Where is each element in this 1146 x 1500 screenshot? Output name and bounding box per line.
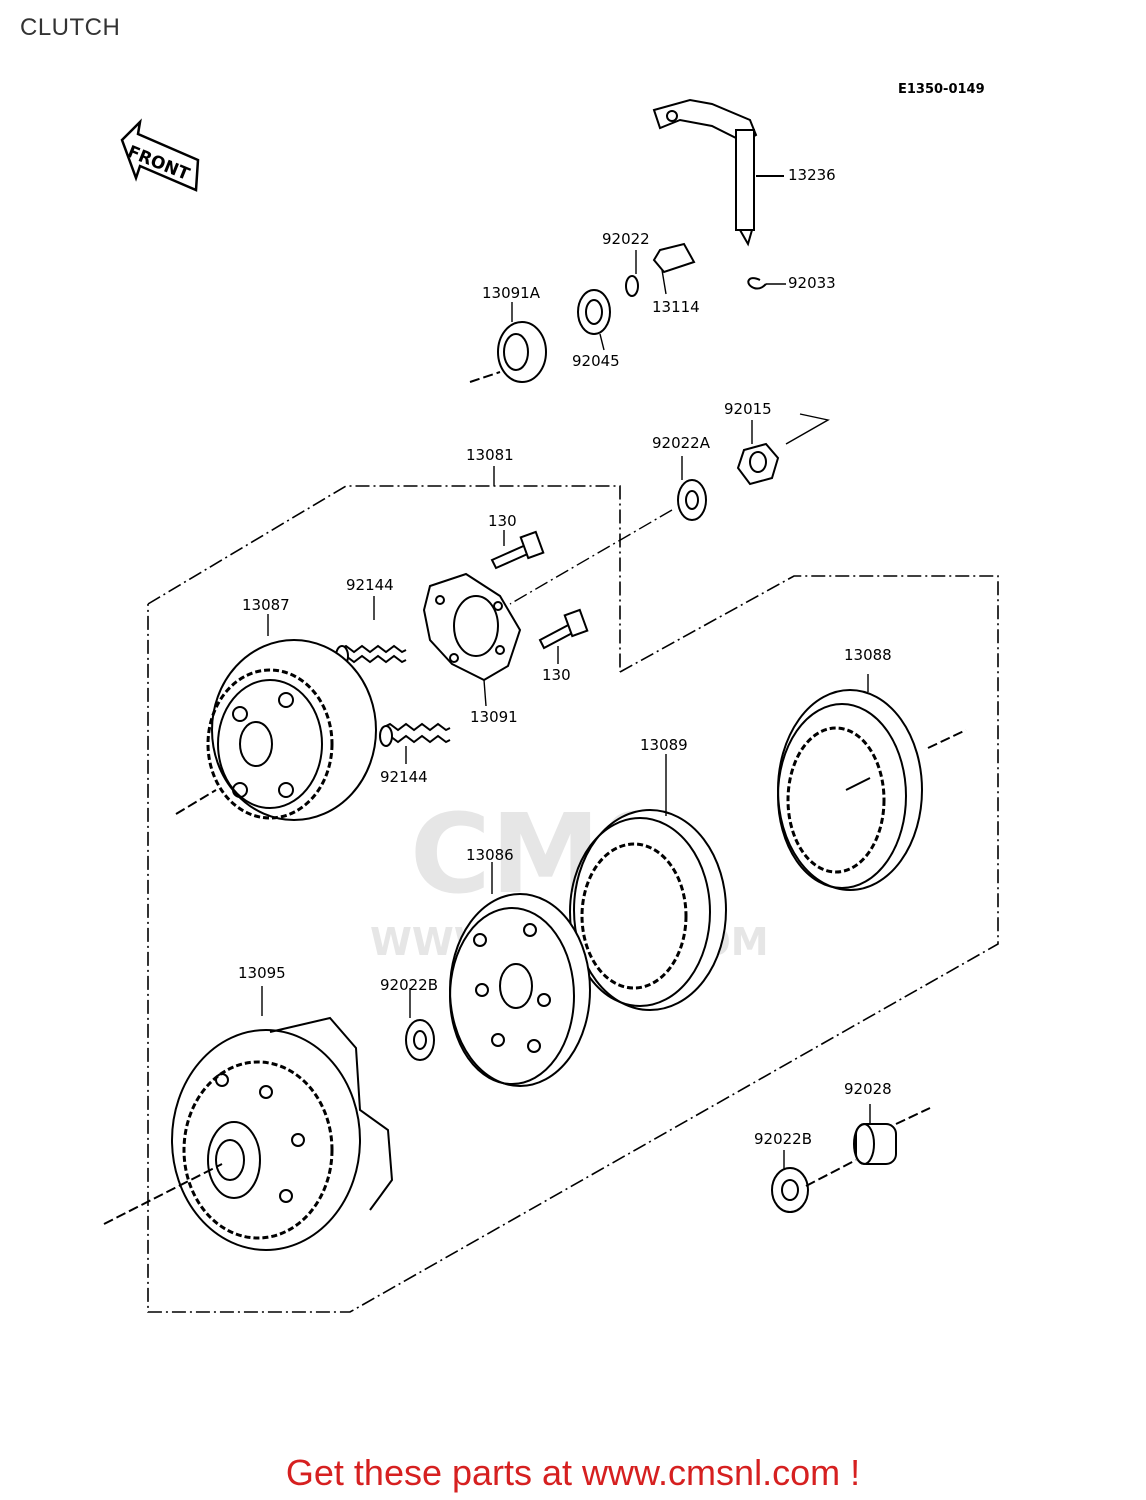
pin-icon: [625, 242, 696, 297]
clutch-housing-icon: [103, 986, 394, 1251]
bearing-icon: [577, 289, 611, 351]
pressure-plate-icon: [449, 862, 591, 1087]
part-label-13091A[interactable]: 13091A: [482, 284, 540, 302]
nut-icon: [736, 413, 830, 486]
part-label-13114[interactable]: 13114: [652, 298, 700, 316]
bolt-icon: [490, 530, 589, 664]
plate-icon: [422, 572, 522, 707]
part-label-13089[interactable]: 13089: [640, 736, 688, 754]
part-label-13081[interactable]: 13081: [466, 446, 514, 464]
page-title: CLUTCH: [20, 14, 121, 41]
friction-plate-icon: [777, 674, 967, 891]
front-arrow-icon: [120, 118, 200, 192]
steel-plate-icon: [569, 754, 727, 1011]
washer-icon: [771, 1150, 857, 1213]
part-label-92015[interactable]: 92015: [724, 400, 772, 418]
part-label-13087[interactable]: 13087: [242, 596, 290, 614]
diagram-code: E1350-0149: [898, 82, 985, 97]
part-label-92022B[interactable]: 92022B: [380, 976, 439, 994]
clutch-hub-icon: [175, 614, 377, 821]
part-label-92028[interactable]: 92028: [844, 1080, 892, 1098]
part-label-92022[interactable]: 92022: [602, 230, 650, 248]
part-label-92033[interactable]: 92033: [788, 274, 836, 292]
part-label-13095[interactable]: 13095: [238, 964, 286, 982]
oil-seal-icon: [469, 302, 547, 383]
collar-icon: [853, 1104, 931, 1165]
part-label-13086[interactable]: 13086: [466, 846, 514, 864]
part-label-92022A[interactable]: 92022A: [652, 434, 710, 452]
washer-icon: [677, 456, 707, 521]
clutch-release-shaft-icon: [652, 98, 784, 247]
part-label-13091[interactable]: 13091: [470, 708, 518, 726]
footer-link[interactable]: Get these parts at www.cmsnl.com !: [285, 1452, 861, 1493]
part-label-92144[interactable]: 92144: [346, 576, 394, 594]
clip-icon: [747, 277, 767, 290]
assembly-outline: [147, 485, 999, 1313]
part-label-13088[interactable]: 13088: [844, 646, 892, 664]
part-label-92045[interactable]: 92045: [572, 352, 620, 370]
washer-icon: [405, 988, 435, 1061]
part-label-130[interactable]: 130: [488, 512, 517, 530]
part-label-130[interactable]: 130: [542, 666, 571, 684]
part-label-13236[interactable]: 13236: [788, 166, 836, 184]
part-label-92144[interactable]: 92144: [380, 768, 428, 786]
part-label-92022B[interactable]: 92022B: [754, 1130, 813, 1148]
